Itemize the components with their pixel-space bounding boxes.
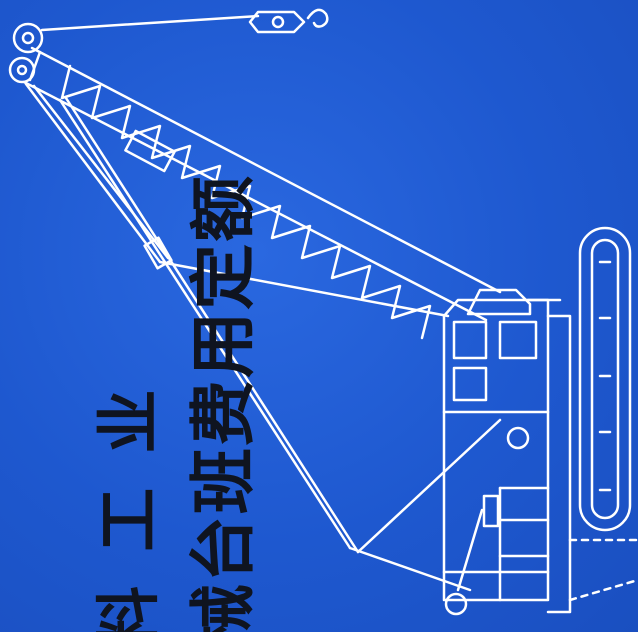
boom-tip-pulley bbox=[8, 22, 44, 84]
hook-block bbox=[40, 8, 329, 34]
cover-title-line-2: 械台班费用定额 bbox=[185, 174, 262, 632]
lattice-boom bbox=[22, 46, 502, 340]
crawler-track bbox=[568, 226, 638, 602]
cover-title-line-1: 料 工 业 bbox=[93, 383, 167, 632]
hanging-hook bbox=[444, 508, 484, 616]
boom-cables bbox=[24, 82, 502, 592]
crane-cab bbox=[442, 288, 572, 614]
